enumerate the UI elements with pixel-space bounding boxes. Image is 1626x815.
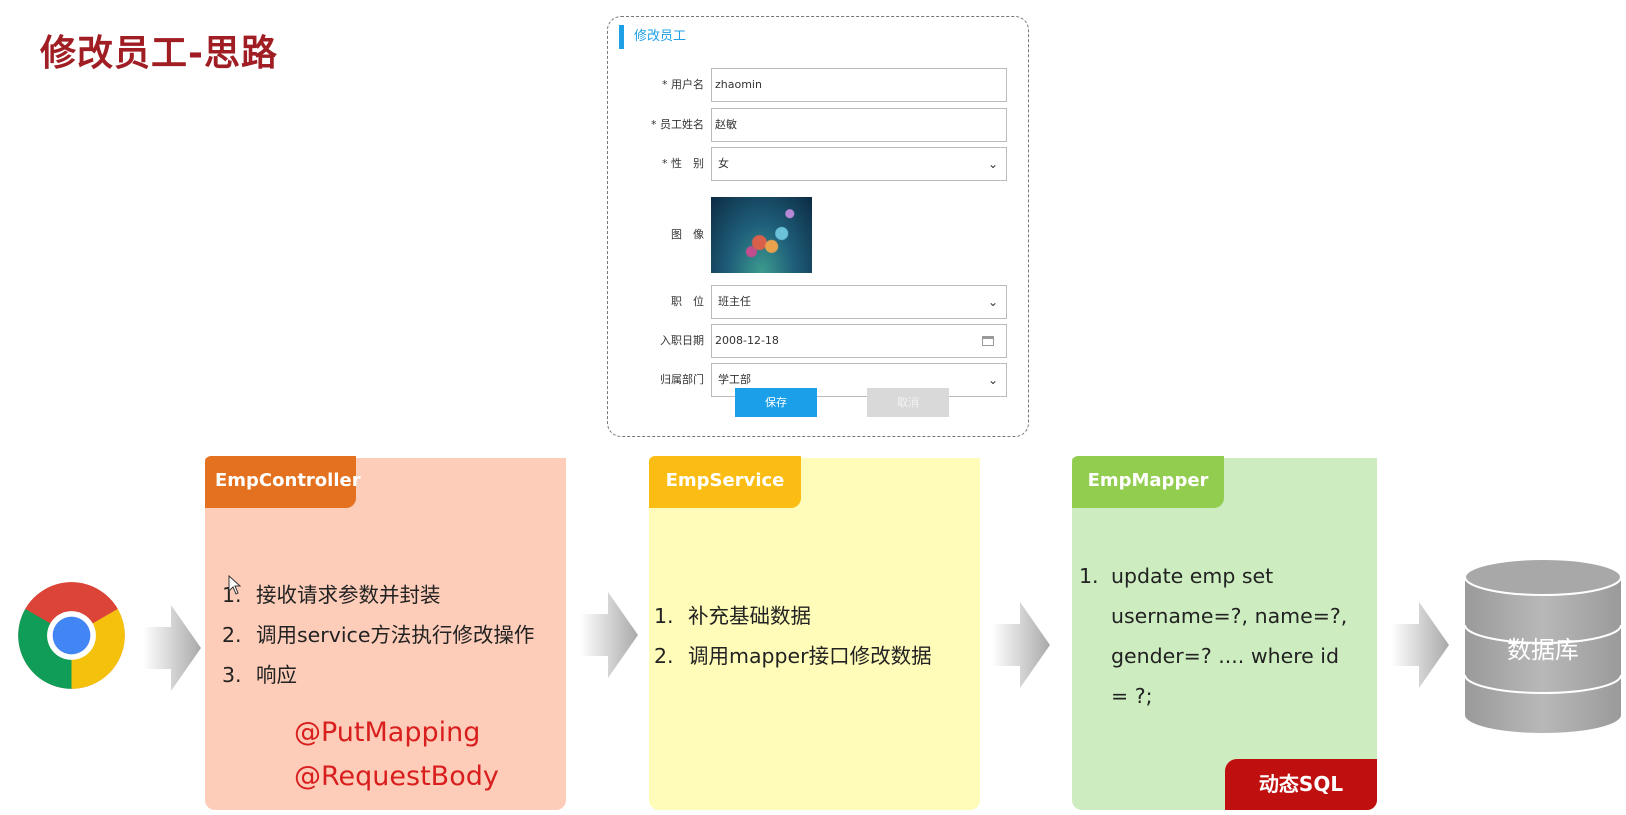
mouse-cursor-icon <box>228 575 242 595</box>
right-arrow-icon <box>1391 602 1449 688</box>
name-input[interactable]: 赵敏 <box>711 108 1007 142</box>
chrome-browser-icon <box>18 582 125 689</box>
list-item: 2.调用mapper接口修改数据 <box>654 644 932 668</box>
sql-line: update emp set <box>1111 564 1274 588</box>
list-item: 3.响应 <box>222 663 297 687</box>
right-arrow-icon <box>580 592 638 678</box>
gender-label: * 性 别 <box>662 157 704 170</box>
emp-service-tab: EmpService <box>649 456 801 508</box>
emp-controller-tab: EmpController <box>205 456 361 508</box>
username-input[interactable]: zhaomin <box>711 68 1007 102</box>
list-item: 1.接收请求参数并封装 <box>222 583 441 607</box>
job-value: 班主任 <box>718 295 751 308</box>
entrydate-value: 2008-12-18 <box>715 334 779 347</box>
controller-steps: 1.接收请求参数并封装 2.调用service方法执行修改操作 3.响应 <box>222 575 534 695</box>
database-label: 数据库 <box>1507 636 1579 664</box>
sql-line: username=?, name=?, <box>1111 604 1348 628</box>
form-header: 修改员工 <box>619 25 686 49</box>
sql-line: gender=? .... where id <box>1111 644 1340 668</box>
save-button[interactable]: 保存 <box>735 388 817 417</box>
chevron-down-icon: ⌄ <box>987 373 998 387</box>
job-select[interactable]: 班主任 ⌄ <box>711 285 1007 319</box>
entrydate-input[interactable]: 2008-12-18 <box>711 324 1007 358</box>
gender-select[interactable]: 女 ⌄ <box>711 147 1007 181</box>
cancel-button[interactable]: 取消 <box>867 388 949 417</box>
image-label: 图 像 <box>671 228 704 241</box>
service-steps: 1.补充基础数据 2.调用mapper接口修改数据 <box>654 596 932 676</box>
put-mapping-annotation: @PutMapping <box>294 717 481 748</box>
dept-value: 学工部 <box>718 373 751 386</box>
right-arrow-icon <box>992 602 1050 688</box>
request-body-annotation: @RequestBody <box>294 761 499 792</box>
entrydate-label: 入职日期 <box>660 334 704 347</box>
calendar-icon[interactable] <box>982 336 994 346</box>
avatar-image[interactable] <box>711 197 812 273</box>
chevron-down-icon: ⌄ <box>987 295 998 309</box>
right-arrow-icon <box>143 605 201 691</box>
chevron-down-icon: ⌄ <box>987 157 998 171</box>
sql-line: = ?; <box>1111 684 1153 708</box>
emp-mapper-box: EmpMapper 1. update emp set username=?, … <box>1072 456 1377 810</box>
emp-mapper-tab: EmpMapper <box>1072 456 1224 508</box>
list-item: 2.调用service方法执行修改操作 <box>222 623 535 647</box>
list-item: 1.补充基础数据 <box>654 604 811 628</box>
job-label: 职 位 <box>671 295 704 308</box>
gender-value: 女 <box>718 157 729 170</box>
dynamic-sql-badge: 动态SQL <box>1225 759 1377 810</box>
emp-service-box: EmpService 1.补充基础数据 2.调用mapper接口修改数据 <box>649 456 980 810</box>
page-title: 修改员工-思路 <box>40 33 278 74</box>
username-label: * 用户名 <box>662 78 704 91</box>
sql-statement: update emp set username=?, name=?, gende… <box>1111 556 1347 716</box>
database-icon <box>1464 558 1622 733</box>
sql-number: 1. <box>1079 564 1099 588</box>
edit-employee-form: 修改员工 * 用户名 zhaomin * 员工姓名 赵敏 * 性 别 女 ⌄ 图… <box>607 16 1029 437</box>
emp-controller-box: EmpController 1.接收请求参数并封装 2.调用service方法执… <box>205 456 566 810</box>
name-label: * 员工姓名 <box>651 118 704 131</box>
dept-label: 归属部门 <box>660 373 704 386</box>
